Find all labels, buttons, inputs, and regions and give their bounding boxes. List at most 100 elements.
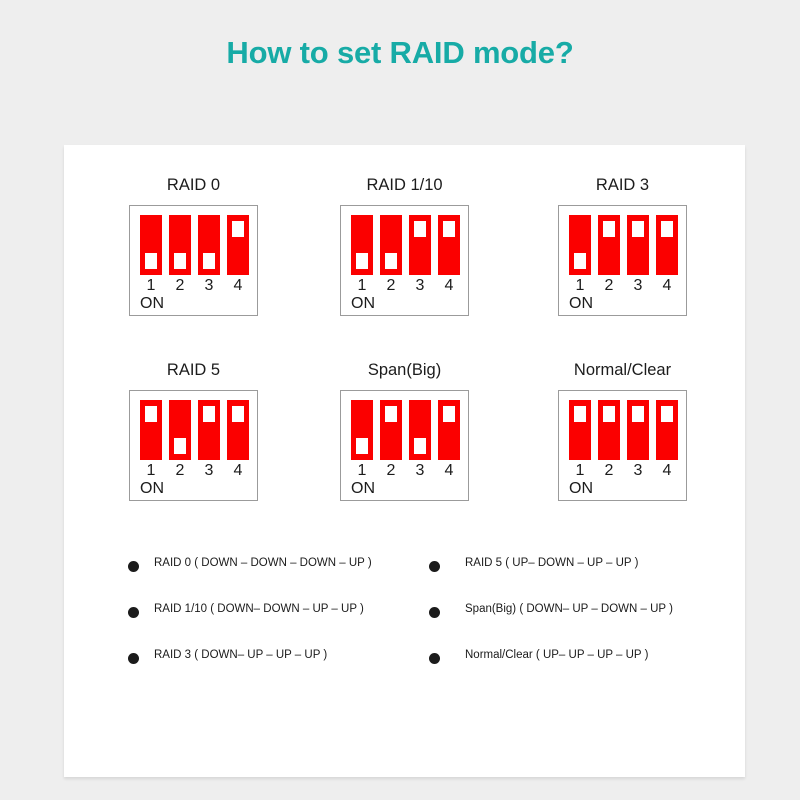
dip-switch-1-down[interactable]: [351, 400, 373, 460]
switch-nub: [573, 405, 587, 423]
switch-number-2: 2: [386, 462, 396, 479]
switch-group-label: RAID 1/10: [366, 176, 443, 194]
dip-switch-2-up[interactable]: [598, 215, 620, 275]
on-label: ON: [140, 480, 164, 497]
switch-nub: [442, 405, 456, 423]
switch-nub: [442, 220, 456, 238]
dip-switch-2-down[interactable]: [169, 215, 191, 275]
switch-number-3: 3: [204, 277, 214, 294]
switch-nub: [231, 220, 245, 238]
switch-group-label: RAID 5: [166, 361, 221, 379]
legend-item: RAID 0 ( DOWN – DOWN – DOWN – UP ): [128, 555, 438, 601]
switch-nub: [355, 252, 369, 270]
dip-switch-1-up[interactable]: [140, 400, 162, 460]
switch-number-4: 4: [233, 277, 243, 294]
legend-item-text: RAID 3 ( DOWN– UP – UP – UP ): [154, 649, 328, 661]
switch-number-3: 3: [633, 462, 643, 479]
switch-row: [140, 400, 251, 460]
dip-switch-1-up[interactable]: [569, 400, 591, 460]
dip-switch-1-down[interactable]: [351, 215, 373, 275]
bullet-icon: [429, 653, 440, 664]
switch-group-label: RAID 0: [166, 176, 221, 194]
dip-switch-3-down[interactable]: [198, 215, 220, 275]
legend-item: Normal/Clear ( UP– UP – UP – UP ): [429, 647, 729, 693]
switch-number-4: 4: [662, 462, 672, 479]
legend-item-text: Span(Big) ( DOWN– UP – DOWN – UP ): [465, 603, 673, 615]
switch-number-1: 1: [146, 462, 156, 479]
dip-switch-4-up[interactable]: [438, 400, 460, 460]
switch-row: [351, 215, 462, 275]
dip-switch-4-up[interactable]: [227, 215, 249, 275]
legend-item-text: RAID 5 ( UP– DOWN – UP – UP ): [465, 557, 639, 569]
dip-switch-2-up[interactable]: [380, 400, 402, 460]
switch-number-1: 1: [575, 462, 585, 479]
switch-number-3: 3: [415, 277, 425, 294]
legend-item: Span(Big) ( DOWN– UP – DOWN – UP ): [429, 601, 729, 647]
switch-group-label: RAID 3: [595, 176, 650, 194]
switch-nub: [202, 252, 216, 270]
dip-switch-3-up[interactable]: [627, 400, 649, 460]
dip-switch-1-down[interactable]: [140, 215, 162, 275]
dip-switch-2-down[interactable]: [380, 215, 402, 275]
switch-row: [569, 215, 680, 275]
on-label: ON: [140, 295, 164, 312]
dip-switch-4-up[interactable]: [656, 400, 678, 460]
dip-switch-3-up[interactable]: [409, 215, 431, 275]
switch-number-2: 2: [175, 462, 185, 479]
legend-item: RAID 1/10 ( DOWN– DOWN – UP – UP ): [128, 601, 438, 647]
dip-switch-4-up[interactable]: [438, 215, 460, 275]
switch-number-2: 2: [175, 277, 185, 294]
switch-nub: [413, 437, 427, 455]
switch-number-2: 2: [386, 277, 396, 294]
on-label: ON: [569, 295, 593, 312]
switch-nub: [631, 220, 645, 238]
switch-nub: [173, 252, 187, 270]
switch-nub: [231, 405, 245, 423]
switch-number-2: 2: [604, 277, 614, 294]
switch-number-3: 3: [204, 462, 214, 479]
switch-number-1: 1: [146, 277, 156, 294]
dip-switch-4-up[interactable]: [227, 400, 249, 460]
switch-number-row: 1 2 3 4: [569, 462, 680, 482]
switch-nub: [384, 405, 398, 423]
switch-number-2: 2: [604, 462, 614, 479]
bullet-icon: [128, 561, 139, 572]
legend-column-left: RAID 0 ( DOWN – DOWN – DOWN – UP ) RAID 1…: [128, 555, 438, 693]
dip-switch-4-up[interactable]: [656, 215, 678, 275]
legend-item-text: Normal/Clear ( UP– UP – UP – UP ): [465, 649, 649, 661]
switch-number-3: 3: [415, 462, 425, 479]
legend-column-right: RAID 5 ( UP– DOWN – UP – UP ) Span(Big) (…: [429, 555, 729, 693]
switch-nub: [173, 437, 187, 455]
switch-number-4: 4: [662, 277, 672, 294]
switch-number-1: 1: [357, 462, 367, 479]
dip-switch-2-up[interactable]: [598, 400, 620, 460]
switch-nub: [573, 252, 587, 270]
dip-switch-3-down[interactable]: [409, 400, 431, 460]
switch-number-1: 1: [357, 277, 367, 294]
page-title: How to set RAID mode?: [226, 35, 574, 70]
switch-group-label: Span(Big): [367, 361, 442, 379]
switch-nub: [355, 437, 369, 455]
switch-nub: [660, 405, 674, 423]
switch-row: [351, 400, 462, 460]
dip-switch-3-up[interactable]: [198, 400, 220, 460]
switch-row: [140, 215, 251, 275]
dip-switch-2-down[interactable]: [169, 400, 191, 460]
dip-switch-3-up[interactable]: [627, 215, 649, 275]
switch-nub: [602, 220, 616, 238]
on-label: ON: [351, 480, 375, 497]
switch-nub: [413, 220, 427, 238]
switch-number-1: 1: [575, 277, 585, 294]
legend-item-text: RAID 1/10 ( DOWN– DOWN – UP – UP ): [154, 603, 364, 615]
switch-nub: [384, 252, 398, 270]
switch-group-label: Normal/Clear: [573, 361, 672, 379]
dip-switch-1-down[interactable]: [569, 215, 591, 275]
